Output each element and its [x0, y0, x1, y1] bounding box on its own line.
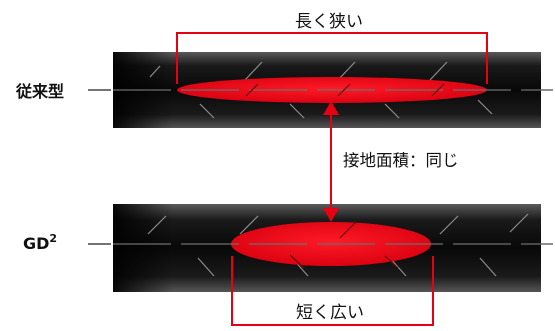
equal-area-label: 接地面積：同じ	[343, 151, 459, 170]
conventional-tire	[113, 52, 541, 128]
conventional-label: 従来型	[15, 82, 64, 101]
bottom-dimension-bracket	[231, 256, 434, 326]
bottom-dimension-label: 短く広い	[296, 303, 364, 323]
equal-area-arrow	[323, 101, 339, 222]
gd-label: GD2	[23, 232, 57, 253]
top-dimension-bracket	[176, 32, 488, 84]
top-dimension-label: 長く狭い	[295, 12, 363, 32]
tread-pattern-top	[149, 61, 493, 119]
tread-pattern-bottom	[147, 213, 529, 277]
gd2-tire	[113, 204, 541, 292]
